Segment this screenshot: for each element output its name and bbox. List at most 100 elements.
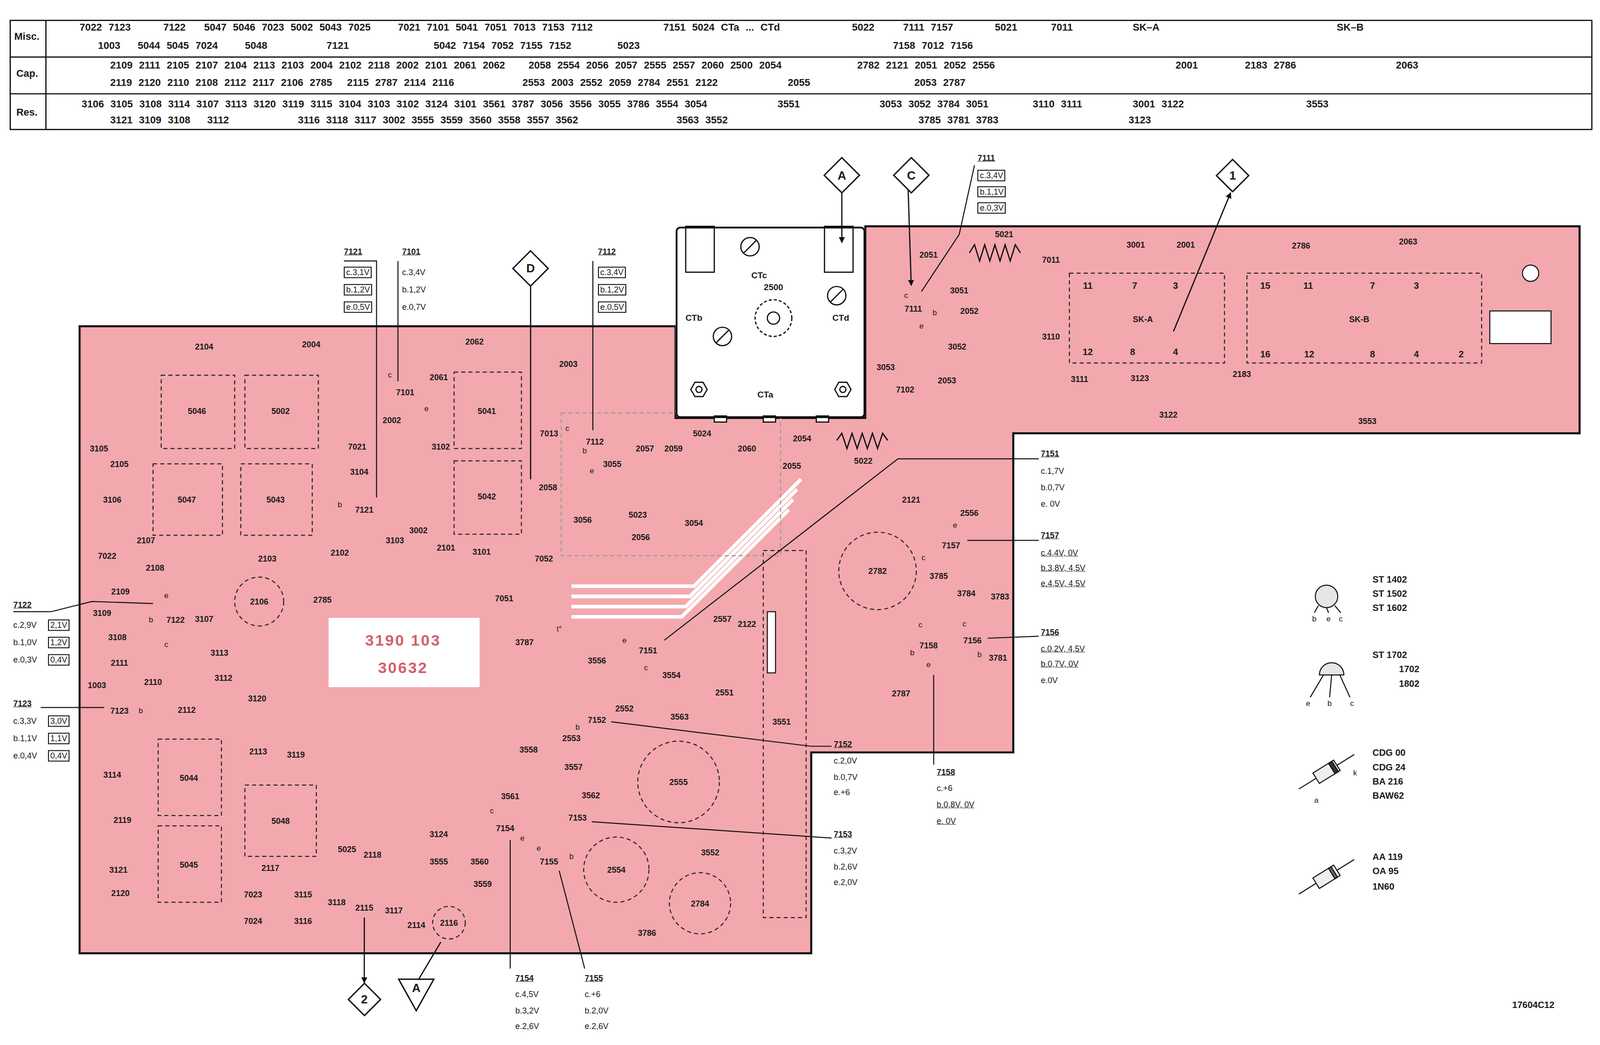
part-number: 3784 — [957, 589, 976, 599]
part-number: 3786 — [637, 928, 656, 939]
part-number: 2056 — [631, 533, 651, 543]
part-number: 7021 — [347, 442, 367, 452]
part-number: 3053 — [876, 362, 895, 373]
table-cell: 3563 3552 — [676, 114, 728, 127]
node-label: CTb — [685, 313, 703, 324]
type-number: ST 1502 — [1372, 588, 1408, 600]
pin-number: 8 — [1130, 346, 1136, 358]
tuner-housing — [741, 237, 760, 256]
part-number: 3002 — [409, 525, 428, 536]
part-number: 2784 — [690, 899, 710, 909]
voltage-reading: b.1,2V — [401, 285, 426, 295]
node-label: A — [411, 981, 421, 996]
tuner-housing — [695, 386, 702, 393]
node-label: 2500 — [763, 282, 784, 293]
part-number: 3119 — [287, 750, 305, 760]
voltage-reading: e. 0V — [1040, 499, 1061, 509]
part-number: 5023 — [628, 510, 647, 521]
voltage-reading: b.1,2V — [597, 284, 627, 296]
node-outline — [1216, 159, 1249, 192]
component-outline — [1247, 273, 1482, 363]
diode-symbol — [1312, 865, 1341, 889]
table-cell: 2058 2554 2056 2057 2555 2557 2060 2500 … — [528, 59, 782, 71]
pin-letter: c — [918, 621, 923, 631]
transistor-pinout-symbol — [1326, 608, 1329, 614]
part-number: 2551 — [715, 688, 734, 698]
type-number: ST 1702 — [1372, 650, 1408, 661]
type-number: 1N60 — [1372, 881, 1395, 892]
connector-diamond: 1 — [1215, 158, 1250, 193]
diode-symbol — [1295, 749, 1358, 900]
table-cell: 3785 3781 3783 — [918, 114, 999, 127]
voltage-reading: b.1,0V — [13, 638, 38, 648]
tuner-housing — [830, 289, 843, 303]
diode-symbol — [1328, 867, 1338, 880]
part-number: 2105 — [110, 459, 129, 470]
part-number: 5048 — [271, 816, 290, 827]
part-number: 2183 — [1232, 369, 1251, 380]
pin-letter: e — [1326, 614, 1331, 624]
table-cell: 2001 — [1175, 59, 1198, 71]
voltage-reading: b.2,6V — [833, 862, 858, 873]
node-label: CTa — [757, 389, 774, 400]
voltage-reading: c.3,3V — [13, 716, 37, 727]
table-cell: SK–B — [1336, 21, 1364, 34]
callout-title: 7158 — [936, 767, 955, 778]
part-number: 3117 — [384, 906, 403, 917]
part-number: 3111 — [1071, 374, 1089, 385]
parts-table-grid — [10, 20, 1592, 130]
component-outline — [583, 837, 650, 903]
copper-trace — [571, 479, 801, 618]
component-outline — [158, 826, 222, 903]
voltage-reading: c.3,4V — [401, 267, 426, 278]
part-number: 7123 — [110, 706, 129, 716]
voltage-reading: e.+6 — [833, 788, 851, 798]
part-number: 3001 — [1126, 240, 1145, 250]
part-number: 2116 — [440, 918, 459, 929]
part-number: 2057 — [635, 444, 655, 454]
component-outline — [453, 461, 522, 535]
voltage-reading: e.0,3V — [13, 655, 38, 666]
voltage-reading: c.0,2V, 4,5V — [1040, 644, 1085, 654]
connector-triangle: A — [397, 978, 435, 1013]
part-number: 5021 — [994, 229, 1014, 240]
part-number: 5025 — [337, 845, 357, 855]
copper-trace — [571, 499, 793, 607]
part-number: 2554 — [607, 865, 626, 876]
pin-number: 7 — [1132, 280, 1138, 292]
table-cell: 7121 — [326, 40, 349, 52]
part-number: 3110 — [1042, 331, 1061, 342]
tuner-housing — [755, 299, 792, 337]
callout-title: 7111 — [977, 153, 995, 164]
circuit-board — [79, 226, 1580, 954]
table-cell: 3053 3052 3784 3051 — [879, 98, 989, 110]
circuit-board — [1489, 311, 1552, 344]
voltage-reading: c.3,4V — [597, 266, 626, 279]
pin-letter: b — [582, 446, 587, 456]
signal-arrow — [364, 189, 1231, 984]
part-number: 3104 — [350, 467, 369, 478]
connector-diamond: C — [892, 156, 930, 194]
pin-letter: b — [910, 648, 915, 658]
part-number: 3052 — [948, 342, 967, 352]
pin-letter: c — [904, 291, 909, 301]
leader-line — [611, 722, 832, 747]
voltage-reading: b.1,1V — [13, 734, 38, 744]
part-number: 7052 — [534, 554, 554, 565]
signal-arrow — [1173, 192, 1231, 332]
part-number: 3101 — [472, 547, 491, 557]
part-number: 5002 — [271, 406, 290, 416]
table-cell: 7151 5024 CTa ... CTd — [663, 21, 780, 34]
callout-title: 7122 — [13, 600, 32, 610]
tuner-housing — [743, 240, 757, 254]
part-number: 3555 — [429, 857, 448, 868]
pin-letter: b — [1312, 614, 1317, 624]
part-number: 7152 — [587, 715, 607, 726]
part-number: 3120 — [247, 694, 267, 704]
callout-title: 7157 — [1040, 531, 1060, 541]
pin-letter: c — [962, 619, 967, 630]
tuner-housing — [824, 226, 854, 272]
pin-number: 4 — [1173, 346, 1179, 358]
part-number: 2063 — [1398, 237, 1418, 247]
part-number: 1003 — [87, 681, 107, 691]
